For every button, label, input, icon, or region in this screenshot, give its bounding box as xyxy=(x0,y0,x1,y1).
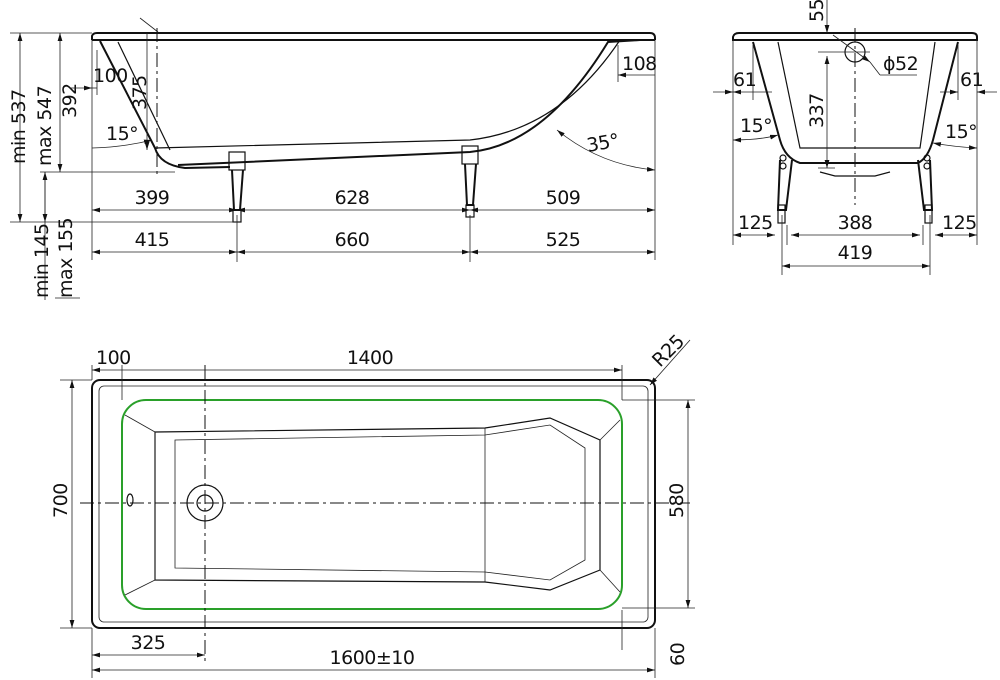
angle-right-35: 35° xyxy=(585,130,621,157)
height-min: min 537 xyxy=(8,89,30,164)
end-rim-left-61: 61 xyxy=(733,69,756,91)
drain-diameter: ϕ52 xyxy=(883,53,918,75)
leg-min: min 145 xyxy=(31,223,53,298)
inner-contour xyxy=(121,399,623,610)
dim-399: 399 xyxy=(135,187,170,209)
end-inner-width-388: 388 xyxy=(838,212,873,234)
rear-leg xyxy=(461,145,479,218)
side-view: 399 628 509 415 660 525 min 537 max 547 … xyxy=(8,17,657,300)
drain-position-325: 325 xyxy=(131,632,166,654)
top-outer-rim xyxy=(91,379,656,629)
overflow xyxy=(126,493,134,507)
length-1600: 1600±10 xyxy=(330,647,415,669)
angle-left-15: 15° xyxy=(106,123,138,145)
rim-right-108: 108 xyxy=(622,53,657,75)
height-max: max 547 xyxy=(34,86,56,166)
drain-offset-55: 55 xyxy=(806,0,828,22)
width-700: 700 xyxy=(50,483,72,518)
end-angle-left-15: 15° xyxy=(740,115,772,137)
end-leg-right-125: 125 xyxy=(942,212,977,234)
inner-length-1400: 1400 xyxy=(347,347,393,369)
dim-660: 660 xyxy=(335,229,370,251)
rim-left-100: 100 xyxy=(93,65,128,87)
inner-depth-375: 375 xyxy=(129,75,151,110)
top-view: 100 1400 R25 700 580 325 1600±10 60 xyxy=(50,331,695,678)
side-bottom xyxy=(177,39,641,166)
end-view: 55 ϕ52 337 61 61 15° 15° 125 388 125 419 xyxy=(713,0,997,275)
dim-525: 525 xyxy=(546,229,581,251)
end-leg-right xyxy=(917,159,934,211)
top-rim-left-100: 100 xyxy=(96,347,131,369)
corner-radius: R25 xyxy=(648,331,689,372)
depth-392: 392 xyxy=(59,83,81,118)
end-depth-337: 337 xyxy=(806,93,828,128)
end-rim-right-61: 61 xyxy=(960,69,983,91)
inner-width-580: 580 xyxy=(666,483,688,518)
side-left-wall xyxy=(99,40,231,170)
end-leg-span-419: 419 xyxy=(838,242,873,264)
end-leg-left-125: 125 xyxy=(738,212,773,234)
side-rim xyxy=(91,32,656,40)
dim-415: 415 xyxy=(135,229,170,251)
end-leg-left xyxy=(776,159,793,211)
dim-628: 628 xyxy=(335,187,370,209)
drain xyxy=(186,484,224,522)
rim-right-60: 60 xyxy=(667,643,689,666)
end-angle-right-15: 15° xyxy=(945,121,977,143)
end-rim xyxy=(732,32,978,41)
dim-509: 509 xyxy=(546,187,581,209)
leg-max: max 155 xyxy=(55,218,77,298)
